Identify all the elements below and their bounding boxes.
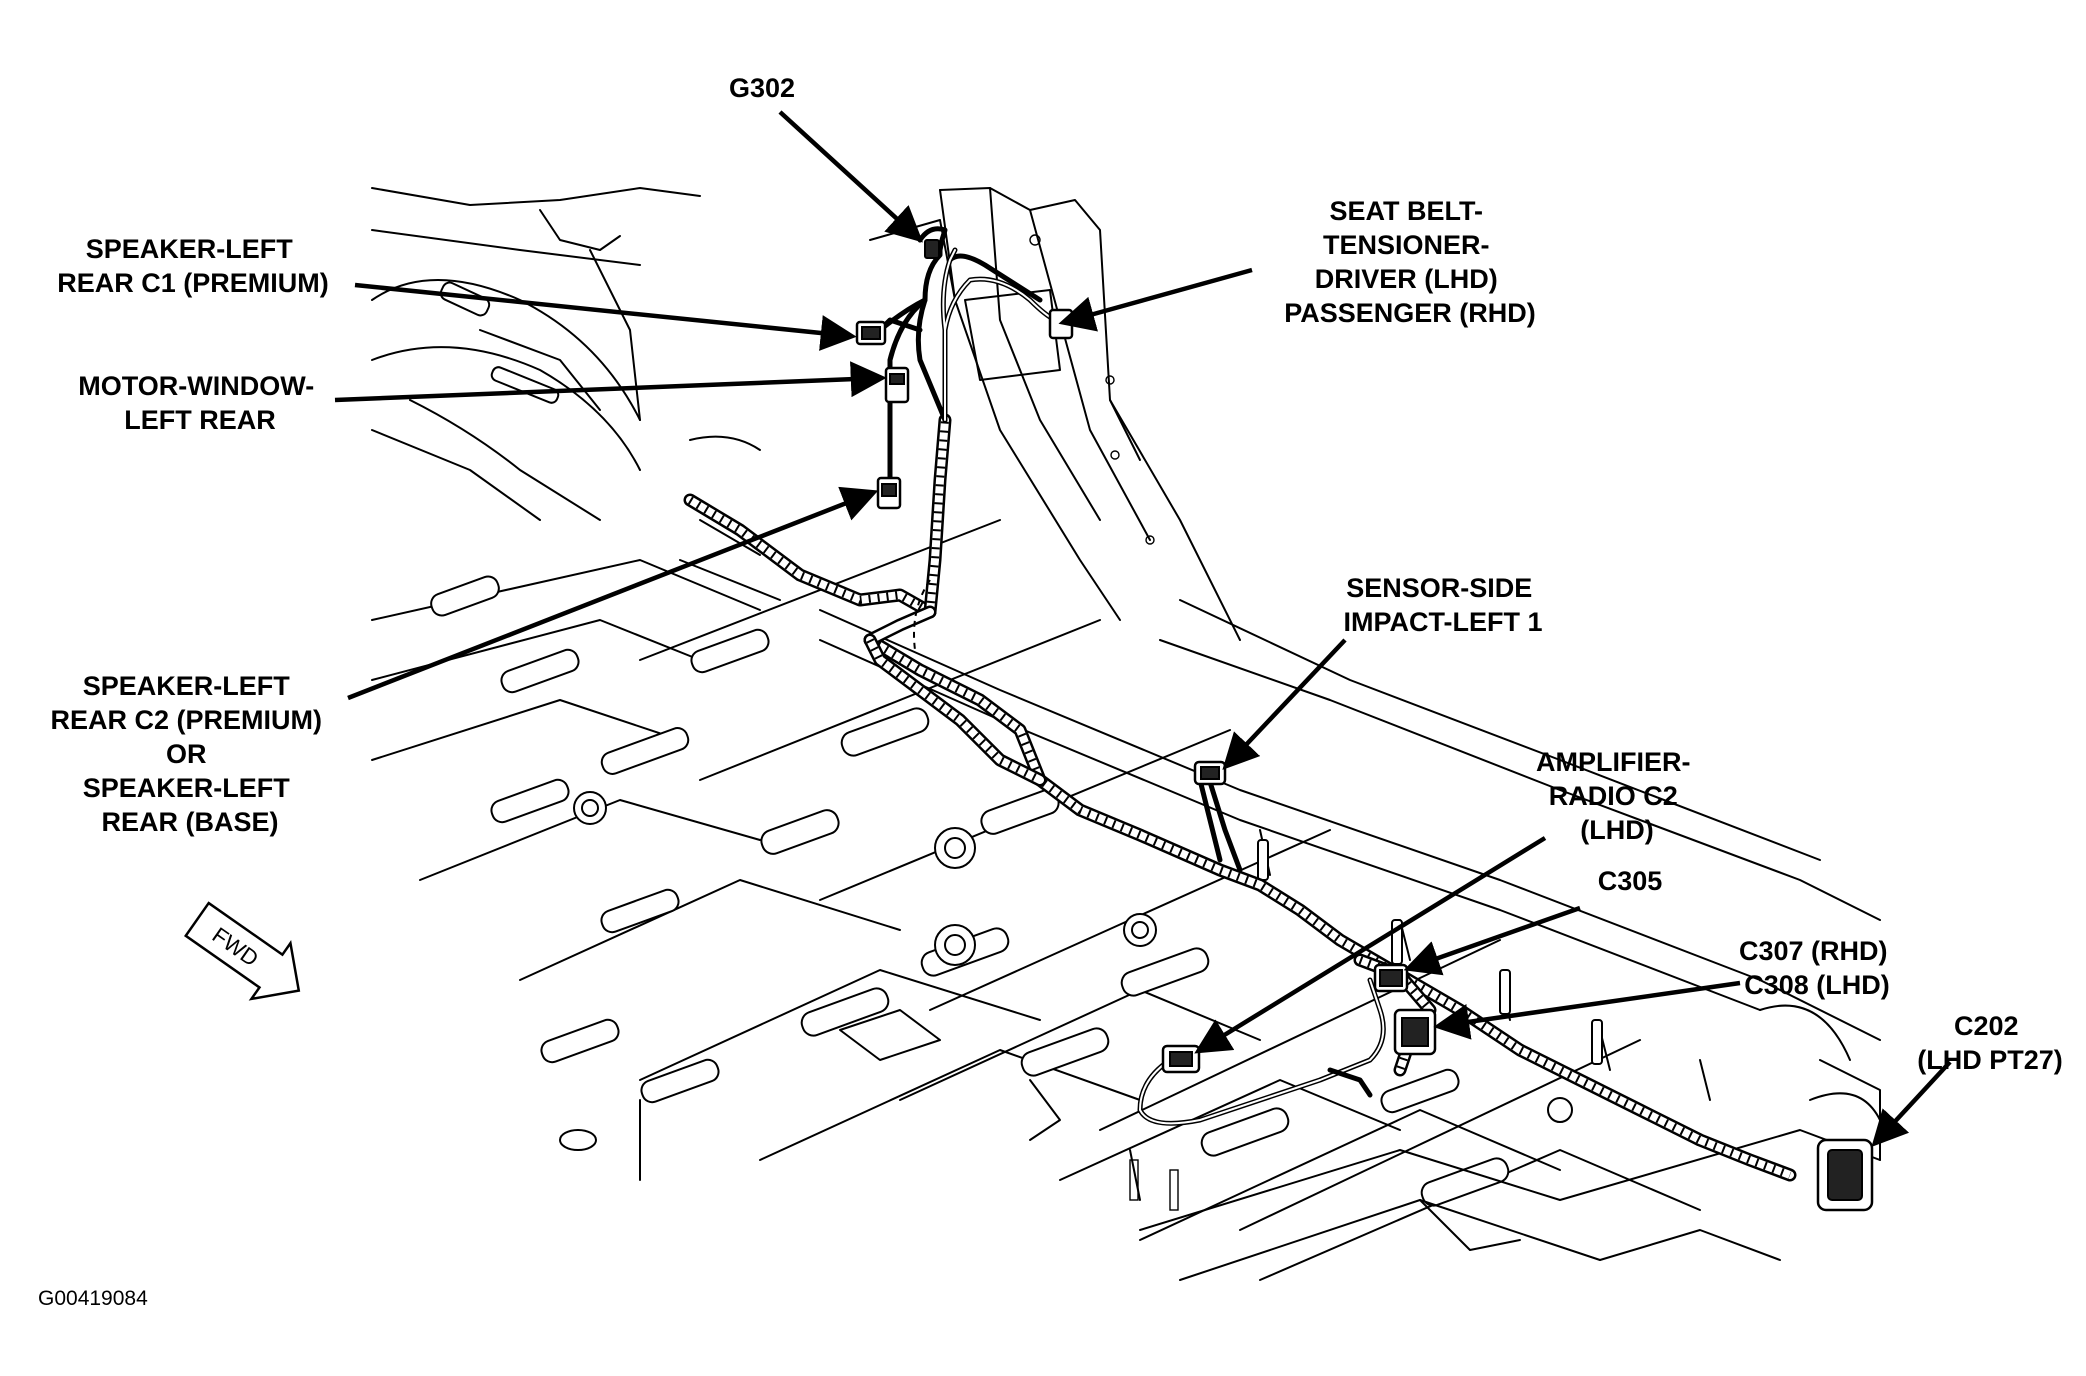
figure-id: G00419084 xyxy=(38,1287,148,1310)
leader-c307 xyxy=(1433,980,1741,1040)
connectors xyxy=(855,239,1874,1212)
callout-labels: G302 SPEAKER-LEFT REAR C1 (PREMIUM) MOTO… xyxy=(50,73,2062,1075)
label-speaker-lr-c1: SPEAKER-LEFT REAR C1 (PREMIUM) xyxy=(57,234,329,298)
label-speaker-lr-c2: SPEAKER-LEFT REAR C2 (PREMIUM) OR SPEAKE… xyxy=(50,671,329,837)
leader-g302 xyxy=(778,110,923,243)
label-g302: G302 xyxy=(729,73,795,103)
leader-motor-window xyxy=(334,361,887,403)
leader-amplifier xyxy=(1194,836,1547,1054)
label-c202: C202 (LHD PT27) xyxy=(1917,1011,2063,1075)
label-c305: C305 xyxy=(1598,866,1663,896)
seat-belt-connector xyxy=(1048,308,1074,340)
leader-c202 xyxy=(1871,1060,1952,1147)
vehicle-floor-line-art xyxy=(371,187,1881,1281)
g302-ground-eyelet xyxy=(924,239,940,259)
label-motor-window: MOTOR-WINDOW- LEFT REAR xyxy=(78,371,321,435)
leader-seat-belt xyxy=(1058,267,1253,332)
callout-leaders xyxy=(334,110,1952,1147)
leader-c305 xyxy=(1403,905,1581,976)
leader-sensor-side xyxy=(1222,638,1347,770)
label-amplifier: AMPLIFIER- RADIO C2 (LHD) xyxy=(1536,747,1698,845)
label-seat-belt: SEAT BELT- TENSIONER- DRIVER (LHD) PASSE… xyxy=(1284,196,1536,328)
forward-arrow-icon: FWD xyxy=(184,901,301,1001)
label-c307: C307 (RHD) C308 (LHD) xyxy=(1739,936,1895,1000)
label-sensor-side: SENSOR-SIDE IMPACT-LEFT 1 xyxy=(1344,573,1543,637)
leader-speaker-c2 xyxy=(347,486,879,701)
leader-speaker-c1 xyxy=(354,282,857,351)
wiring-harness xyxy=(683,226,1797,1182)
